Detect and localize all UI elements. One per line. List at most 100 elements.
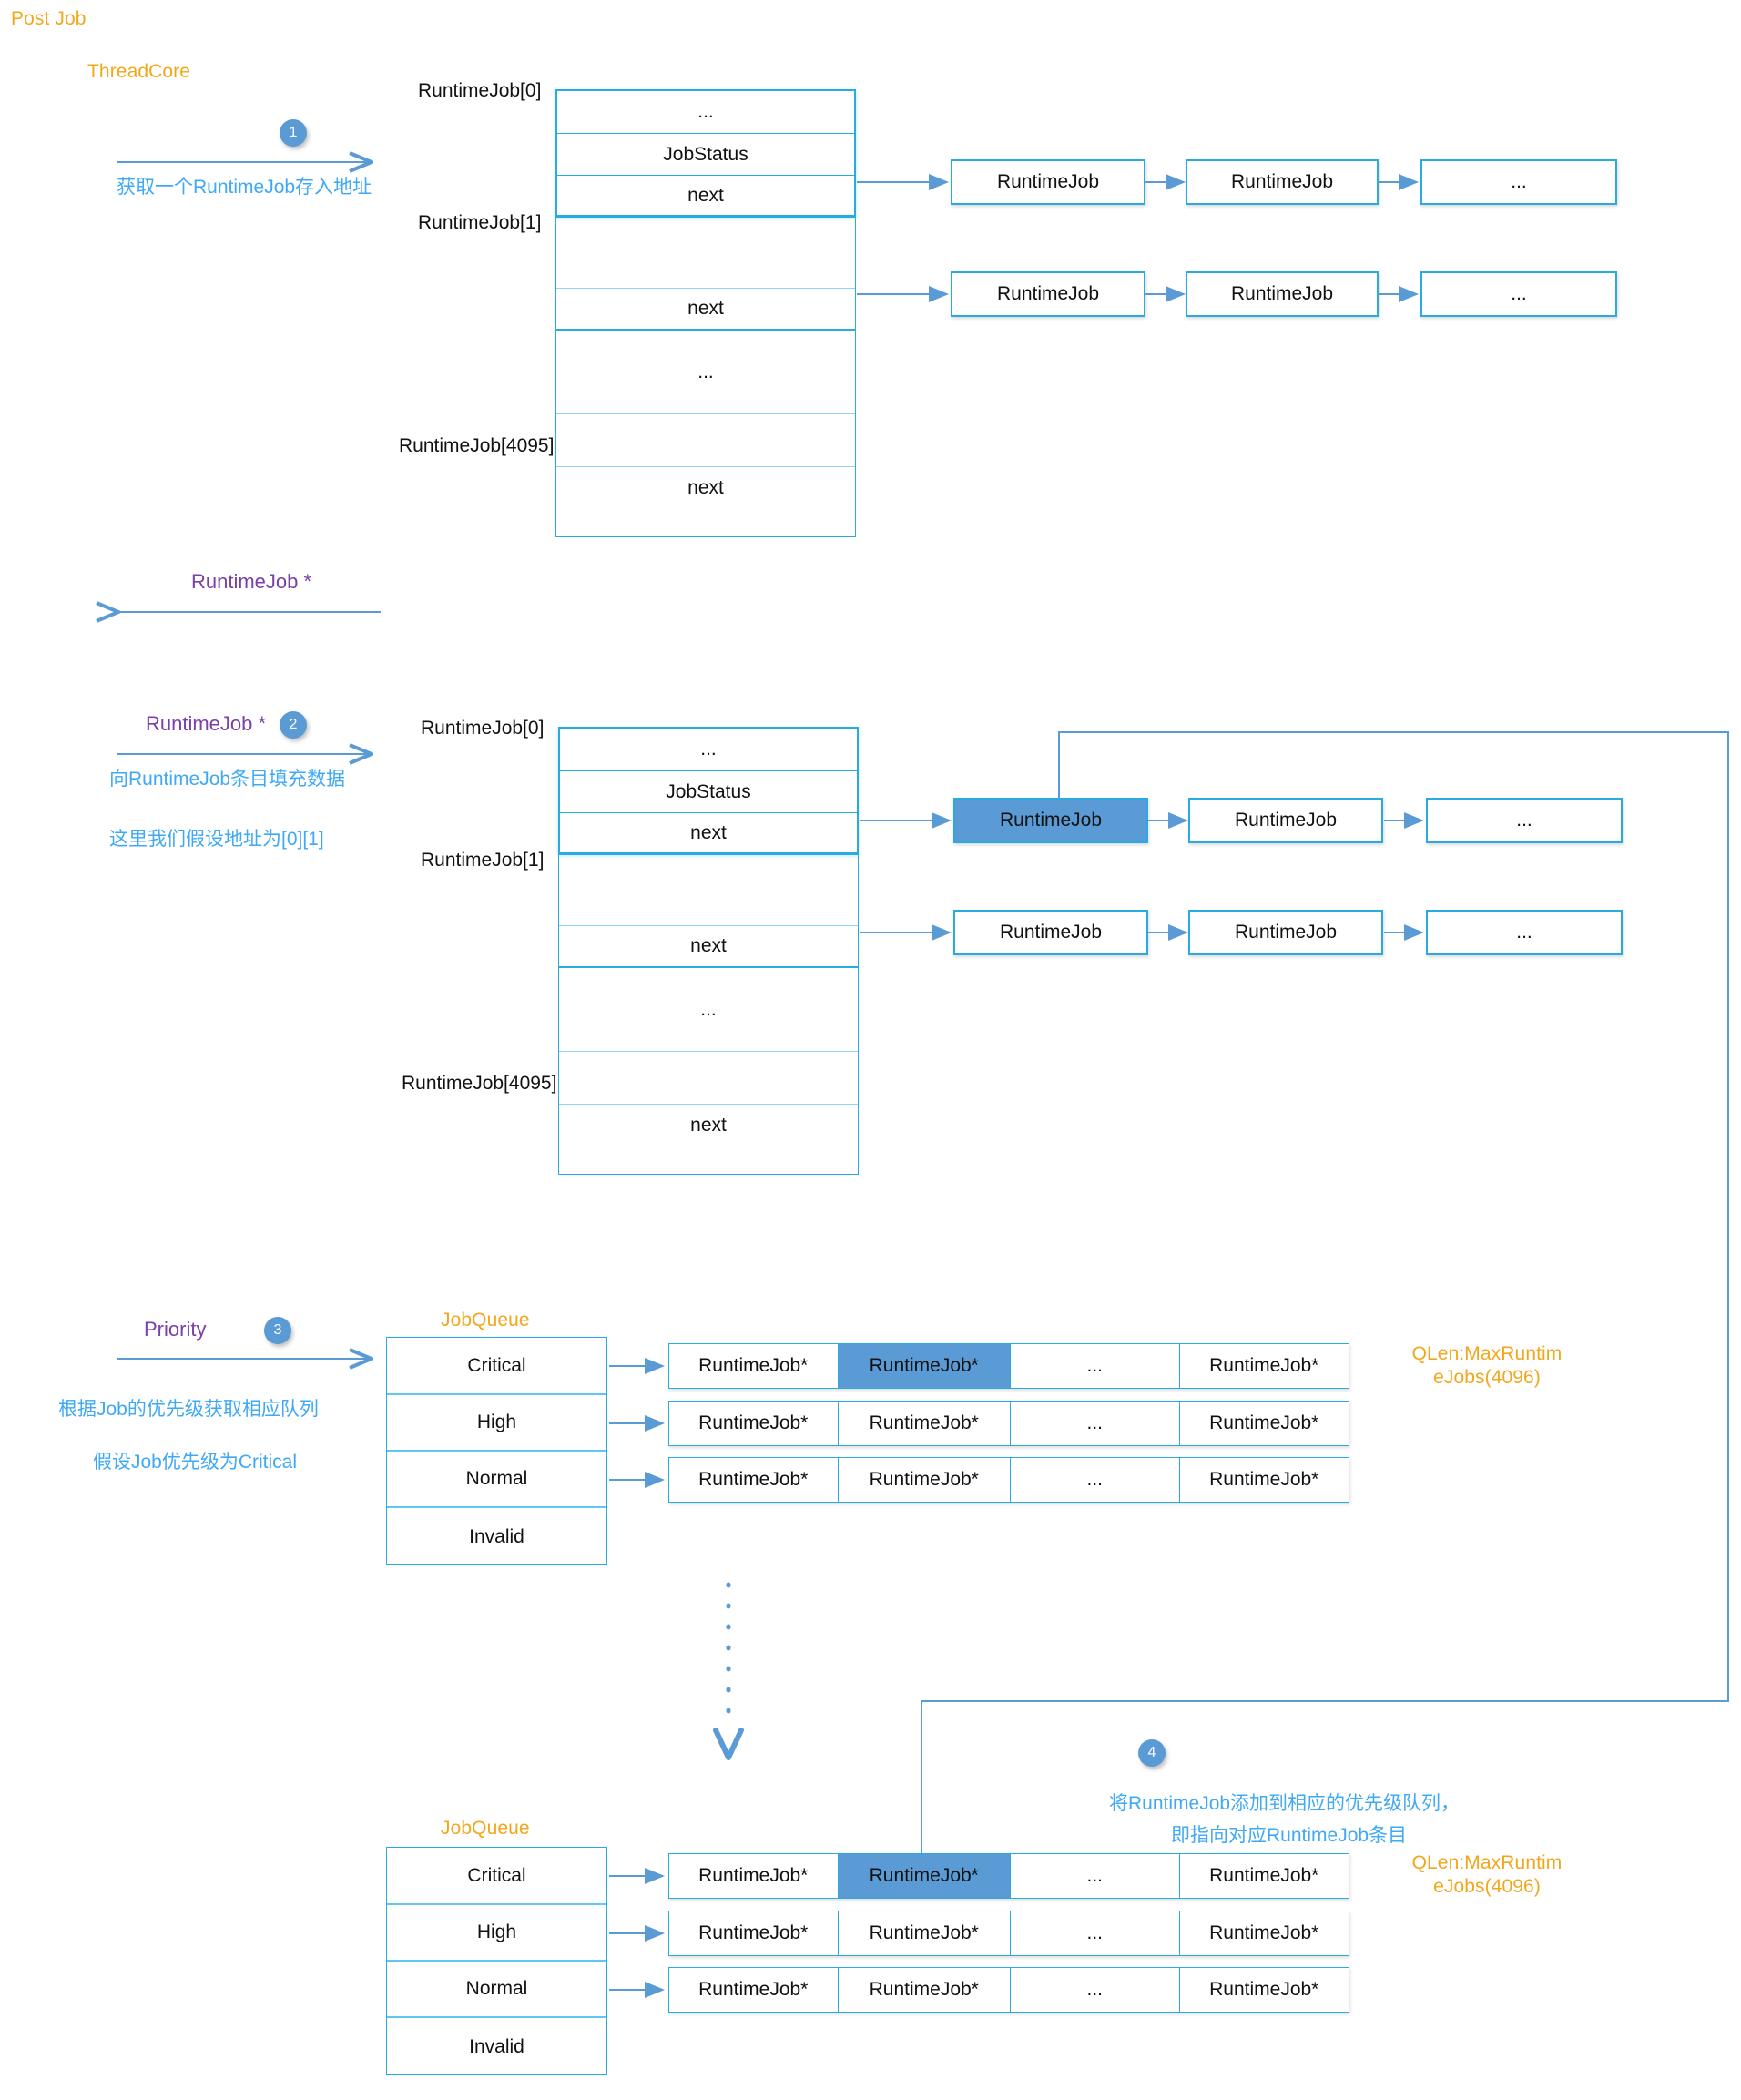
- queue-strip-normal: RuntimeJob* RuntimeJob* ... RuntimeJob*: [668, 1967, 1349, 2013]
- jobqueue-table-1: Critical High Normal Invalid: [386, 1337, 607, 1565]
- strip-cell: RuntimeJob*: [838, 1458, 1011, 1502]
- priority-invalid: Invalid: [469, 2035, 524, 2057]
- strip-cell: RuntimeJob*: [669, 1968, 839, 2012]
- queue-strip-normal: RuntimeJob* RuntimeJob* ... RuntimeJob*: [668, 1457, 1349, 1503]
- strip-cell-ellipsis: ...: [1011, 1854, 1180, 1898]
- strip-cell: RuntimeJob*: [1179, 1968, 1349, 2012]
- qlen-label-2: QLen:MaxRuntim eJobs(4096): [1391, 1851, 1583, 1900]
- step-4-caption-line-1: 将RuntimeJob添加到相应的优先级队列，: [1109, 1793, 1461, 1814]
- priority-normal: Normal: [387, 1962, 606, 2018]
- node-runtimejob: RuntimeJob: [1186, 271, 1379, 317]
- runtime-job-table-1: ... JobStatus next next ... next: [555, 89, 856, 537]
- qlen-line-2: eJobs(4096): [1433, 1876, 1541, 1898]
- index-label-4095: RuntimeJob[4095]: [402, 1073, 557, 1094]
- node-ellipsis: ...: [1426, 798, 1623, 843]
- step-badge-3: 3: [264, 1317, 291, 1344]
- runtime-job-table-2: ... JobStatus next next ... next: [558, 727, 859, 1175]
- strip-cell-highlighted: RuntimeJob*: [838, 1344, 1011, 1388]
- qlen-line-1: QLen:MaxRuntim: [1411, 1852, 1563, 1873]
- strip-cell-ellipsis: ...: [1011, 1911, 1180, 1955]
- strip-cell: RuntimeJob*: [1179, 1402, 1349, 1445]
- node-runtimejob: RuntimeJob: [951, 271, 1145, 317]
- step-3-arrow-label: Priority: [144, 1318, 207, 1341]
- strip-cell-ellipsis: ...: [1011, 1968, 1180, 2012]
- step-3-caption-line-2: 假设Job优先级为Critical: [93, 1452, 298, 1473]
- node-runtimejob: RuntimeJob: [1188, 910, 1383, 955]
- field-ellipsis: ...: [559, 728, 858, 771]
- strip-cell: RuntimeJob*: [669, 1854, 839, 1898]
- priority-high: High: [387, 1395, 606, 1452]
- queue-strip-high: RuntimeJob* RuntimeJob* ... RuntimeJob*: [668, 1911, 1349, 1956]
- priority-critical: Critical: [387, 1338, 606, 1395]
- node-ellipsis: ...: [1420, 271, 1617, 317]
- strip-cell: RuntimeJob*: [1179, 1344, 1349, 1388]
- queue-strip-high: RuntimeJob* RuntimeJob* ... RuntimeJob*: [668, 1401, 1349, 1446]
- index-label-0: RuntimeJob[0]: [421, 718, 545, 739]
- priority-invalid: Invalid: [469, 1525, 524, 1547]
- step-4-caption-line-2: 即指向对应RuntimeJob条目: [1171, 1825, 1408, 1846]
- step-1-caption: 获取一个RuntimeJob存入地址: [117, 177, 372, 198]
- strip-cell-ellipsis: ...: [1011, 1344, 1180, 1388]
- field-blank-2: [556, 414, 855, 467]
- step-badge-1: 1: [280, 119, 307, 147]
- strip-cell-ellipsis: ...: [1011, 1458, 1180, 1502]
- step-2-caption-line-1: 向RuntimeJob条目填充数据: [109, 769, 346, 790]
- strip-cell: RuntimeJob*: [669, 1458, 839, 1502]
- step-badge-4: 4: [1138, 1739, 1166, 1767]
- field-jobstatus: JobStatus: [556, 134, 855, 176]
- field-blank-2: [559, 1052, 858, 1105]
- qlen-line-2: eJobs(4096): [1433, 1367, 1541, 1389]
- node-runtimejob: RuntimeJob: [953, 910, 1148, 955]
- queue-strip-critical: RuntimeJob* RuntimeJob* ... RuntimeJob*: [668, 1343, 1349, 1389]
- jobqueue-title-2: JobQueue: [441, 1818, 530, 1839]
- strip-cell: RuntimeJob*: [1179, 1911, 1349, 1955]
- priority-high: High: [387, 1905, 606, 1962]
- node-runtimejob: RuntimeJob: [1186, 159, 1379, 205]
- field-next: next: [556, 176, 855, 218]
- qlen-label-1: QLen:MaxRuntim eJobs(4096): [1391, 1342, 1583, 1391]
- step-2-arrow-label: RuntimeJob *: [146, 712, 267, 735]
- field-next: next: [559, 926, 858, 968]
- strip-cell-highlighted: RuntimeJob*: [838, 1854, 1011, 1898]
- strip-cell: RuntimeJob*: [838, 1968, 1011, 2012]
- node-runtimejob: RuntimeJob: [951, 159, 1145, 205]
- field-next: next: [559, 1105, 858, 1147]
- actor-label: ThreadCore: [87, 61, 191, 82]
- node-runtimejob-highlighted: RuntimeJob: [953, 798, 1148, 843]
- jobqueue-title-1: JobQueue: [441, 1310, 530, 1330]
- priority-normal: Normal: [387, 1452, 606, 1508]
- field-ellipsis-mid: ...: [556, 331, 855, 414]
- strip-cell: RuntimeJob*: [669, 1402, 839, 1445]
- node-runtimejob: RuntimeJob: [1188, 798, 1383, 843]
- step-badge-2: 2: [280, 711, 307, 739]
- strip-cell: RuntimeJob*: [1179, 1854, 1349, 1898]
- step-3-caption-line-1: 根据Job的优先级获取相应队列: [58, 1399, 319, 1420]
- strip-cell: RuntimeJob*: [669, 1344, 839, 1388]
- index-label-4095: RuntimeJob[4095]: [399, 435, 555, 456]
- node-ellipsis: ...: [1420, 159, 1617, 205]
- field-next: next: [556, 467, 855, 509]
- index-label-0: RuntimeJob[0]: [418, 80, 542, 101]
- strip-cell: RuntimeJob*: [669, 1911, 839, 1955]
- field-next: next: [556, 289, 855, 331]
- queue-strip-critical: RuntimeJob* RuntimeJob* ... RuntimeJob*: [668, 1853, 1349, 1899]
- strip-cell-ellipsis: ...: [1011, 1402, 1180, 1445]
- field-jobstatus: JobStatus: [559, 771, 858, 813]
- field-blank-1: [556, 218, 855, 289]
- field-blank-1: [559, 855, 858, 926]
- return-arrow-label: RuntimeJob *: [191, 570, 312, 593]
- field-ellipsis: ...: [556, 90, 855, 134]
- priority-critical: Critical: [387, 1848, 606, 1905]
- field-ellipsis-mid: ...: [559, 968, 858, 1052]
- jobqueue-table-2: Critical High Normal Invalid: [386, 1847, 607, 2075]
- strip-cell: RuntimeJob*: [838, 1911, 1011, 1955]
- qlen-line-1: QLen:MaxRuntim: [1411, 1343, 1563, 1364]
- strip-cell: RuntimeJob*: [1179, 1458, 1349, 1502]
- strip-cell: RuntimeJob*: [838, 1402, 1011, 1445]
- index-label-1: RuntimeJob[1]: [421, 850, 545, 871]
- page-title: Post Job: [11, 8, 87, 29]
- node-ellipsis: ...: [1426, 910, 1623, 955]
- index-label-1: RuntimeJob[1]: [418, 212, 542, 233]
- field-next: next: [559, 813, 858, 855]
